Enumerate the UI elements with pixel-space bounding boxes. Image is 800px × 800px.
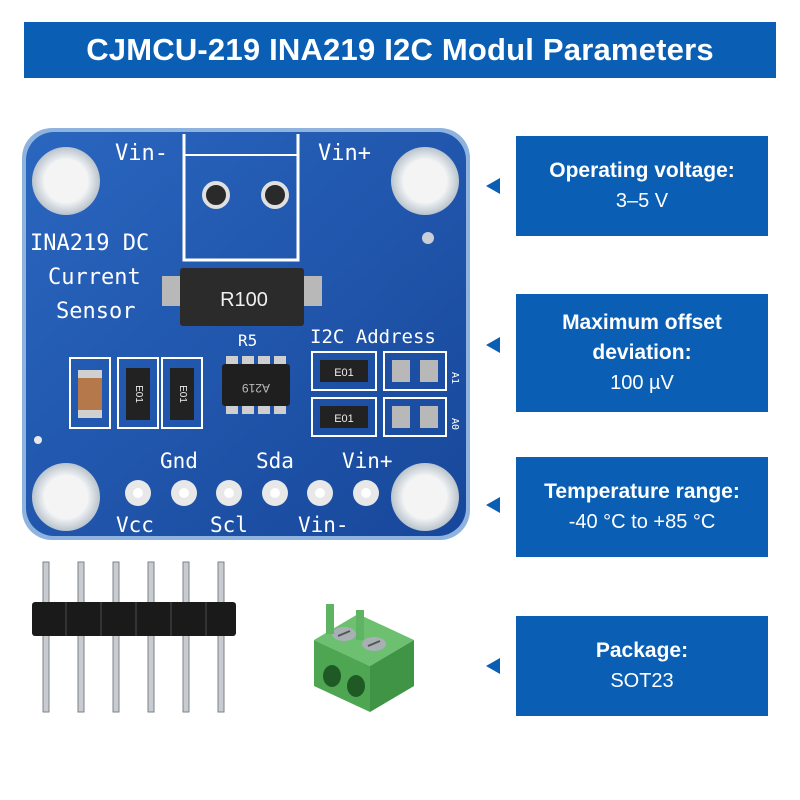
via: [422, 232, 434, 244]
param-offset-deviation: Maximum offset deviation: 100 µV: [516, 294, 768, 412]
silk-pin-vin-minus: Vin-: [298, 513, 349, 537]
resistor: [126, 368, 150, 420]
ina219-board: Vin- Vin+ INA219 DC Current Sensor R100 …: [22, 128, 470, 540]
silk-pin-gnd: Gnd: [160, 449, 198, 473]
component-outline: [161, 357, 203, 429]
component-outline: [69, 357, 111, 429]
component-outline: [311, 397, 377, 437]
param-label: Temperature range:: [544, 480, 740, 503]
resistor: [170, 368, 194, 420]
header-pad: [307, 480, 333, 506]
mounting-hole: [391, 147, 459, 215]
mounting-hole: [391, 463, 459, 531]
pointer-arrow: [486, 658, 500, 674]
param-label: Package:: [595, 639, 689, 662]
silk-sensor-line3: Sensor: [56, 299, 135, 324]
pointer-arrow: [486, 178, 500, 194]
terminal-hole: [202, 181, 230, 209]
silk-pin-sda: Sda: [256, 449, 294, 473]
resistor: [320, 360, 368, 382]
param-label: Operating voltage:: [549, 159, 735, 182]
header-pad: [125, 480, 151, 506]
shunt-designator: R5: [238, 331, 257, 350]
mounting-hole: [32, 463, 100, 531]
shunt-resistor: [180, 268, 304, 326]
silk-a0: A0: [449, 418, 460, 430]
jumper-a1: [383, 351, 447, 391]
screw-terminal: [314, 604, 414, 712]
silk-i2c-address: I2C Address: [310, 326, 436, 348]
silk-sensor-line2: Current: [48, 265, 141, 290]
param-operating-voltage: Operating voltage: 3–5 V: [516, 136, 768, 236]
pointer-arrow: [486, 337, 500, 353]
page-title-bar: CJMCU-219 INA219 I2C Modul Parameters: [24, 22, 776, 78]
resistor-marking: E01: [133, 385, 144, 403]
component-outline: [117, 357, 159, 429]
silk-pin-vcc: Vcc: [116, 513, 154, 537]
param-value: 3–5 V: [615, 190, 669, 212]
silk-sensor-line1: INA219 DC: [30, 231, 149, 256]
header-pad: [171, 480, 197, 506]
param-value: SOT23: [610, 670, 674, 692]
silk-a1: A1: [449, 372, 460, 384]
header-pad: [353, 480, 379, 506]
resistor-marking: E01: [334, 413, 354, 425]
header-pad: [262, 480, 288, 506]
param-temperature-range: Temperature range: -40 °C to +85 °C: [516, 457, 768, 557]
header-pad: [216, 480, 242, 506]
shunt-marking: R100: [220, 289, 268, 311]
silk-vin-minus-top: Vin-: [115, 141, 168, 166]
terminal-hole: [261, 181, 289, 209]
fiducial: [34, 436, 42, 444]
pointer-arrow: [486, 497, 500, 513]
silk-pin-vin-plus: Vin+: [342, 449, 393, 473]
resistor: [320, 406, 368, 428]
pin-header: [32, 561, 236, 713]
component-outline: [311, 351, 377, 391]
resistor-marking: E01: [334, 367, 354, 379]
param-value: 100 µV: [610, 372, 674, 394]
param-label: Maximum offset deviation:: [562, 311, 722, 364]
resistor-marking: E01: [177, 385, 188, 403]
mounting-hole: [32, 147, 100, 215]
page-title: CJMCU-219 INA219 I2C Modul Parameters: [86, 32, 714, 67]
pin-header-body: [32, 602, 236, 636]
param-value: -40 °C to +85 °C: [568, 511, 716, 533]
ina219-chip: A219: [222, 356, 290, 414]
silk-pin-scl: Scl: [210, 513, 248, 537]
silk-vin-plus-top: Vin+: [318, 141, 371, 166]
param-package: Package: SOT23: [516, 616, 768, 716]
terminal-outline: [182, 134, 300, 262]
chip-marking: A219: [242, 381, 270, 395]
jumper-a0: [383, 397, 447, 437]
